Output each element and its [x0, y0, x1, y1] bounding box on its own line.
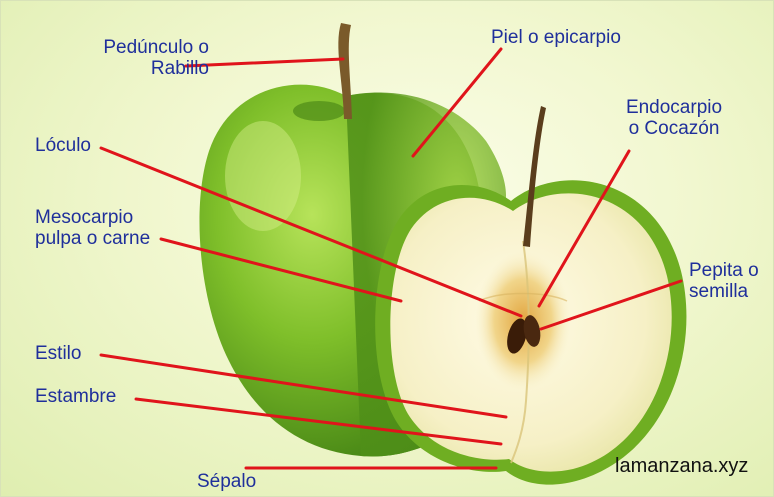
pointer-locule — [99, 146, 523, 318]
label-skin-line1: Piel o epicarpio — [491, 27, 621, 48]
pointer-seed — [539, 279, 683, 331]
pointer-stamen — [134, 397, 503, 446]
label-stamen: Estambre — [35, 386, 116, 407]
label-endocarp-line1: Endocarpio — [625, 97, 723, 118]
pointer-lines — [99, 47, 683, 470]
label-peduncle-line1: Pedúnculo o — [103, 37, 209, 58]
label-style: Estilo — [35, 343, 81, 364]
whole-apple-stem — [338, 23, 352, 119]
label-seed: Pepita o semilla — [689, 260, 759, 302]
pointer-style — [99, 353, 508, 419]
half-apple-stem — [523, 106, 546, 247]
label-skin: Piel o epicarpio — [491, 27, 621, 48]
label-mesocarp-line2: pulpa o carne — [35, 228, 151, 249]
label-stamen-line1: Estambre — [35, 386, 117, 407]
label-locule-line1: Lóculo — [35, 135, 91, 156]
label-mesocarp-line1: Mesocarpio — [35, 207, 134, 228]
label-peduncle-line2: Rabillo — [150, 58, 209, 79]
label-peduncle: Pedúnculo o Rabillo — [61, 37, 209, 79]
label-style-line1: Estilo — [35, 343, 82, 364]
label-endocarp: Endocarpio o Cocazón — [599, 97, 749, 139]
label-mesocarp: Mesocarpio pulpa o carne — [35, 207, 150, 249]
pointer-endocarp — [537, 149, 631, 308]
label-endocarp-line2: o Cocazón — [628, 118, 720, 139]
site-credit: lamanzana.xyz — [615, 455, 749, 477]
label-seed-line1: Pepita o — [689, 260, 759, 281]
label-sepal: Sépalo — [197, 471, 256, 492]
pointer-skin — [411, 47, 503, 158]
label-locule: Lóculo — [35, 135, 91, 156]
seeds — [507, 315, 541, 354]
pointer-peduncle — [184, 57, 345, 68]
pointer-mesocarp — [159, 237, 403, 303]
label-seed-line2: semilla — [689, 281, 749, 302]
label-sepal-line1: Sépalo — [197, 471, 257, 492]
